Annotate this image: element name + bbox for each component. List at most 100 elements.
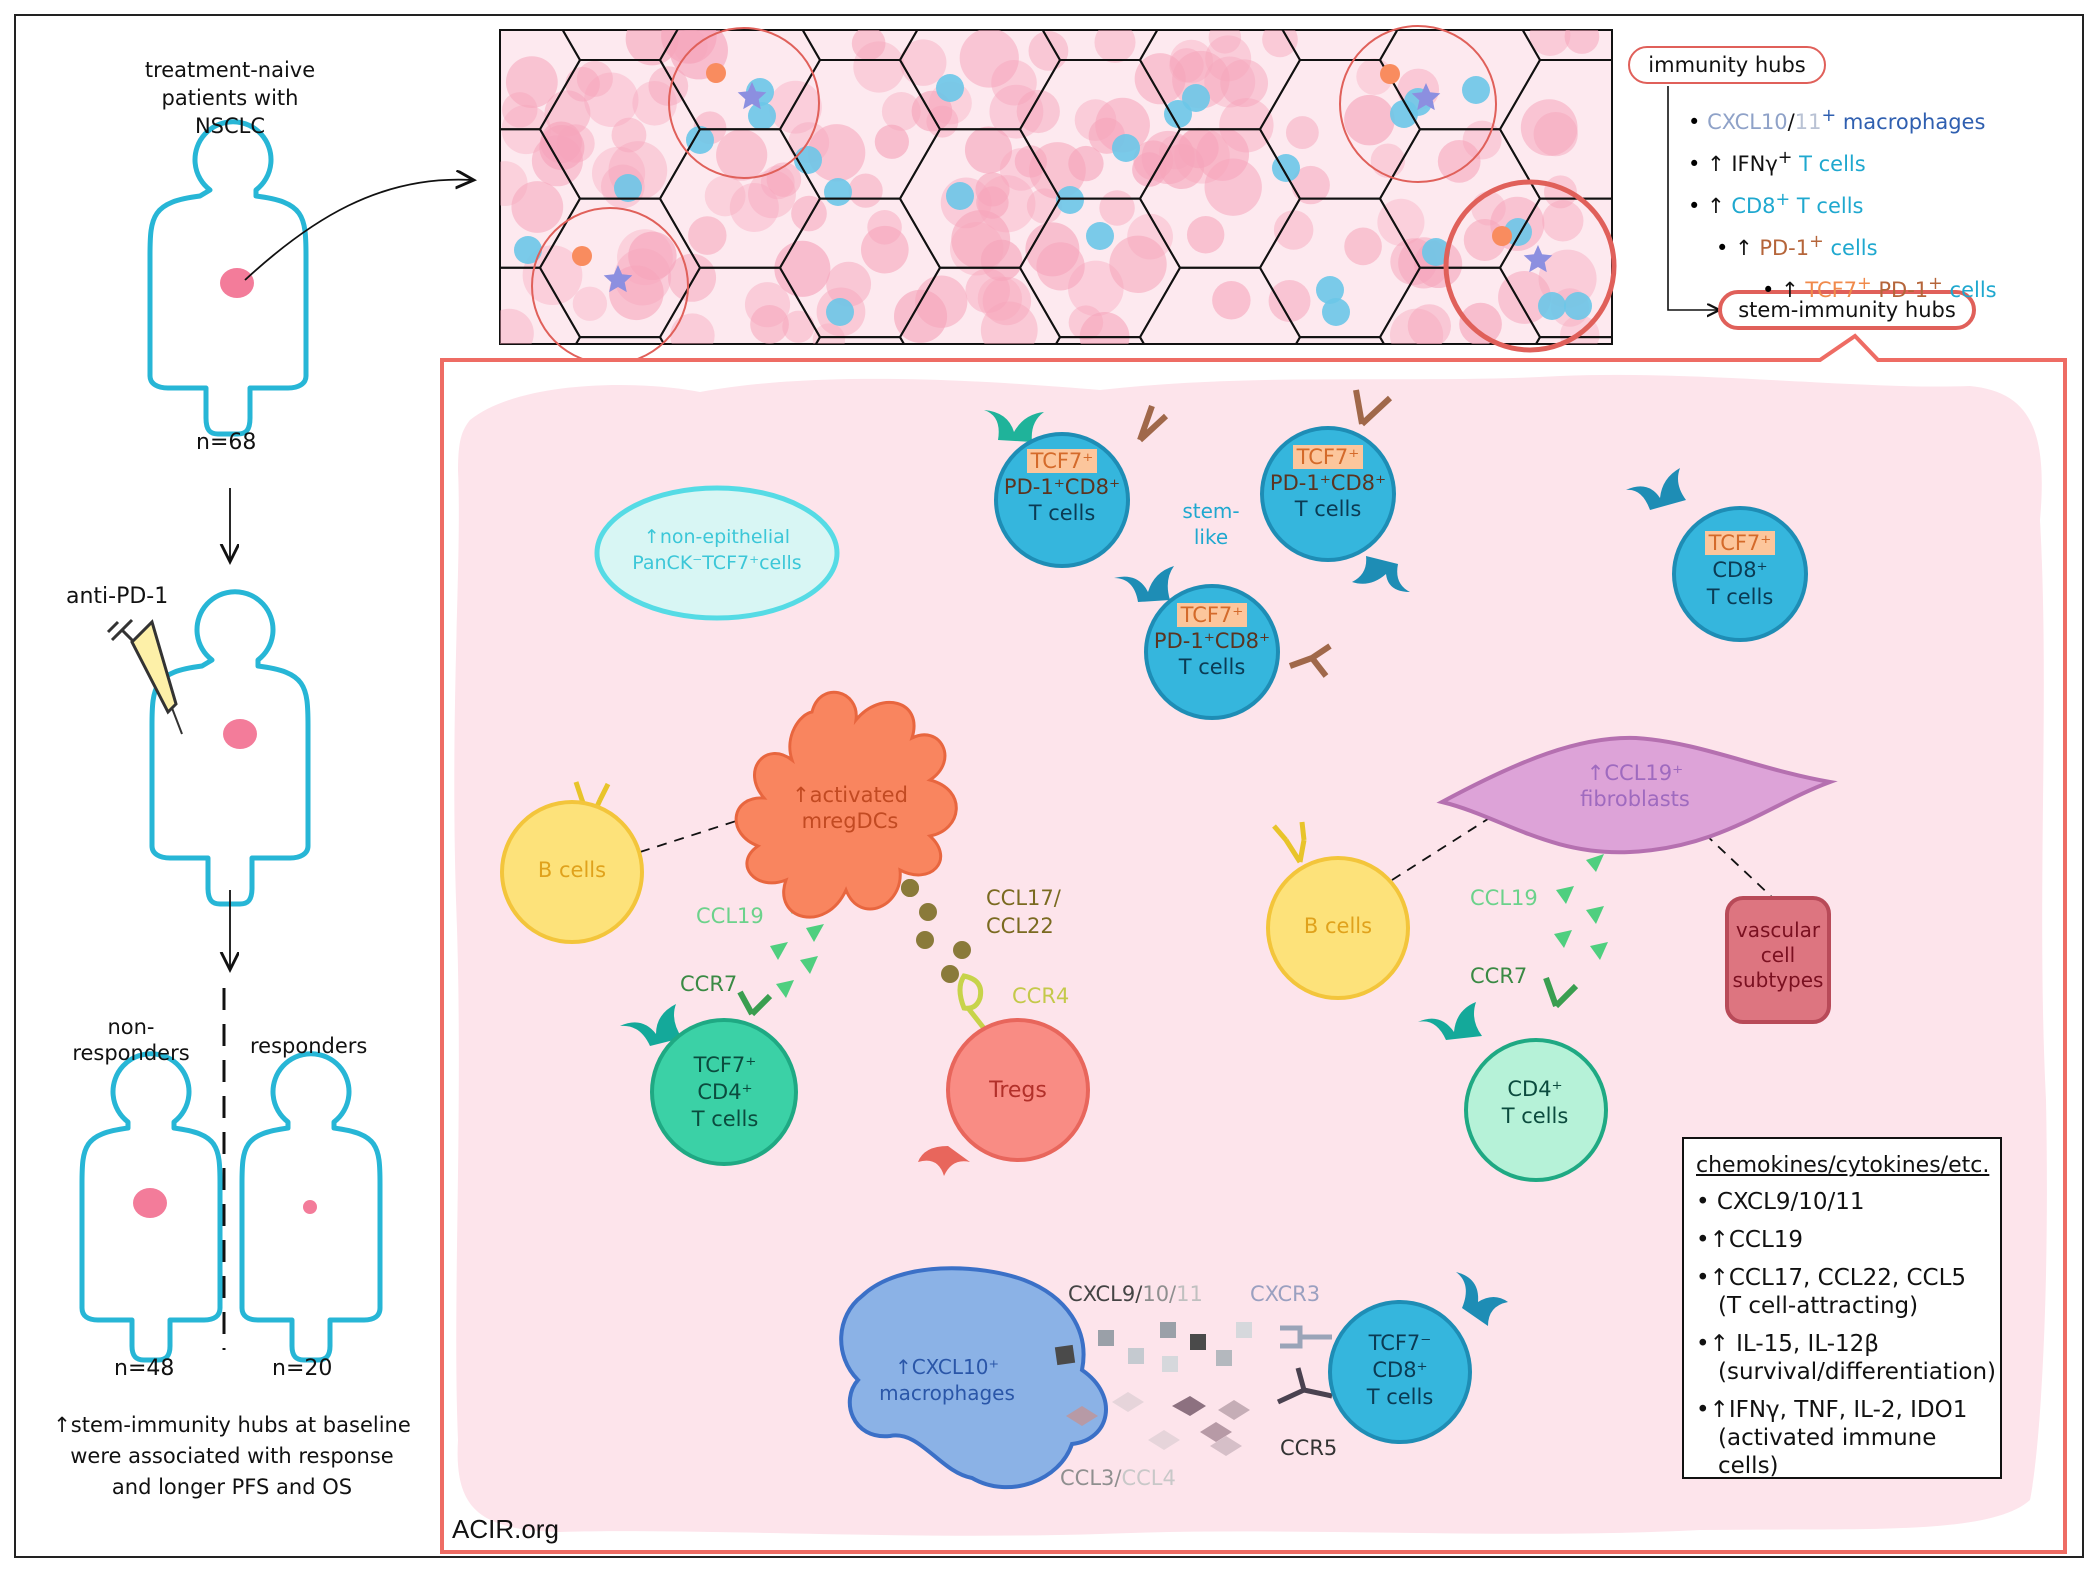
cxcl-molecules xyxy=(1054,1322,1252,1372)
immune-cell-dot xyxy=(1086,222,1114,250)
tissue-cell-blob xyxy=(750,304,789,344)
tcf7neg-cd8-cell xyxy=(1276,1272,1508,1444)
hub-feature-item: • ↑ CD8+ T cells xyxy=(1688,182,2088,224)
legend-item: •↑ IL-15, IL-12β(survival/differentiatio… xyxy=(1696,1331,1997,1385)
immune-cell-dot xyxy=(946,182,974,210)
tissue-cell-blob xyxy=(860,225,909,274)
tissue-cell-blob xyxy=(999,148,1043,191)
immune-cell-dot xyxy=(1564,292,1592,320)
tissue-cell-blob xyxy=(1186,216,1225,254)
cxcl-label: CXCL9/10/11 xyxy=(1068,1282,1203,1306)
immunity-hub-circle xyxy=(1443,179,1617,353)
legend-title: chemokines/cytokines/etc. xyxy=(1696,1153,1990,1178)
fibroblast-label: ↑CCL19⁺ fibroblasts xyxy=(1580,761,1690,811)
tumor-treated xyxy=(223,719,257,749)
ccl19-right-label: CCL19 xyxy=(1470,886,1538,910)
tissue-cell-blob xyxy=(1068,305,1104,340)
arrow-to-tissue xyxy=(244,180,472,281)
dendritic-cell-star xyxy=(1411,83,1441,111)
dendritic-cell-star xyxy=(603,265,633,293)
mregdc-dot xyxy=(572,246,592,266)
hub-feature-item: • ↑ TCF7+ PD-1+ cells xyxy=(1688,266,2088,308)
tcf7-cd4-label: TCF7⁺ CD4⁺ T cells xyxy=(691,1053,759,1131)
immune-cell-dot xyxy=(1112,134,1140,162)
tissue-cell-blob xyxy=(670,313,715,344)
hub-feature-item: • CXCL10/11+ macrophages xyxy=(1688,98,2088,140)
ccl17-label: CCL17/ CCL22 xyxy=(986,886,1061,938)
tissue-cell-blob xyxy=(1262,30,1298,58)
tissue-cell-blob xyxy=(1377,198,1425,246)
immune-cell-dot xyxy=(936,74,964,102)
label-part: CXCL9/ xyxy=(1068,1282,1143,1306)
immunity-hubs-label: immunity hubs xyxy=(1628,46,1826,84)
n-total: n=68 xyxy=(196,430,257,455)
legend-item: •↑IFNγ, TNF, IL-2, IDO1(activated immune… xyxy=(1696,1397,1968,1479)
tissue-cell-blob xyxy=(1036,242,1085,291)
nonresponders-label: non- responders xyxy=(72,1015,190,1065)
tissue-cell-blob xyxy=(688,216,727,255)
hub-feature-text: ↑ xyxy=(1781,278,1806,302)
tissue-cell-blob xyxy=(716,129,768,181)
tissue-cell-blob xyxy=(1268,280,1311,322)
tissue-cell-blob xyxy=(511,181,564,233)
tumor-cohort xyxy=(220,268,254,298)
hub-feature-text: + xyxy=(1777,148,1793,168)
bullet: • xyxy=(1716,236,1736,260)
b-cells-left-label: B cells xyxy=(537,858,607,882)
stem-cd8-label-b: TCF7⁺ PD-1⁺CD8⁺ T cells xyxy=(1269,445,1387,521)
tissue-cell-blob xyxy=(989,84,1044,139)
tissue-cell-blob xyxy=(769,80,822,134)
tissue-hexagon xyxy=(1498,59,1612,200)
hub-feature-text: ↑ xyxy=(1707,194,1732,218)
tissue-cell-blob xyxy=(1529,30,1571,56)
b-cells-right-label: B cells xyxy=(1303,914,1373,938)
legend-item: • CXCL9/10/11 xyxy=(1696,1189,1865,1215)
ccr7-right-label: CCR7 xyxy=(1470,964,1528,988)
immune-cell-dot xyxy=(1056,186,1084,214)
tissue-cell-blob xyxy=(1564,30,1600,54)
tissue-cell-blob xyxy=(584,72,639,127)
b-cell-right xyxy=(1266,821,1410,1000)
immune-cell-dot xyxy=(748,102,776,130)
immunity-hub-circle xyxy=(668,27,820,179)
mregdc-dot xyxy=(1492,226,1512,246)
cd4-label: CD4⁺ T cells xyxy=(1501,1077,1569,1128)
immune-cell-dot xyxy=(826,298,854,326)
tissue-cell-blob xyxy=(1520,99,1578,156)
hub-feature-text: + xyxy=(1857,274,1872,294)
n-nonresponders: n=48 xyxy=(114,1356,175,1381)
tissue-cell-blob xyxy=(611,117,647,153)
tissue-cell-blob xyxy=(1212,281,1251,320)
immunity-hub-circle xyxy=(1339,25,1497,183)
non-epithelial-label: ↑non-epithelial PanCK⁻TCF7⁺cells xyxy=(632,526,802,574)
treg-cell xyxy=(918,973,1090,1176)
hub-bracket xyxy=(1667,86,1718,310)
tissue-cell-blob xyxy=(1498,270,1552,324)
tissue-cell-blob xyxy=(949,222,1004,276)
tissue-cell-blob xyxy=(1159,144,1205,190)
immune-cell-dot xyxy=(1182,84,1210,112)
hub-feature-text: T cells xyxy=(1792,152,1866,176)
immune-cell-dot xyxy=(824,178,852,206)
tissue-cell-blob xyxy=(1094,30,1136,63)
tissue-cell-blob xyxy=(991,59,1037,106)
tissue-cell-blob xyxy=(964,126,1013,174)
tissue-cell-blob xyxy=(668,253,717,302)
immune-cell-dot xyxy=(1164,100,1192,128)
label-part: CCL4 xyxy=(1121,1466,1176,1490)
tissue-cell-blob xyxy=(976,186,1009,219)
hub-feature-text: PD-1 xyxy=(1871,278,1929,302)
cytokine-legend: chemokines/cytokines/etc. • CXCL9/10/11 •… xyxy=(1682,1137,2002,1479)
cohort-label: treatment-naive patients with NSCLC xyxy=(144,58,316,138)
immune-cell-dot xyxy=(614,174,642,202)
hub-feature-text: CXCL10 xyxy=(1707,110,1788,134)
bullet: • xyxy=(1688,152,1708,176)
mregdc-label: ↑activated mregDCs xyxy=(792,783,908,833)
fibroblast-cell xyxy=(1436,735,1838,855)
tissue-cell-blob xyxy=(502,92,538,128)
tissue-cell-blob xyxy=(565,66,600,102)
bullet: • xyxy=(1762,278,1782,302)
ccl3-label: CCL3/CCL4 xyxy=(1060,1466,1176,1490)
macrophage-label: ↑CXCL10⁺ macrophages xyxy=(879,1355,1015,1405)
dendritic-cell-star xyxy=(737,82,767,110)
